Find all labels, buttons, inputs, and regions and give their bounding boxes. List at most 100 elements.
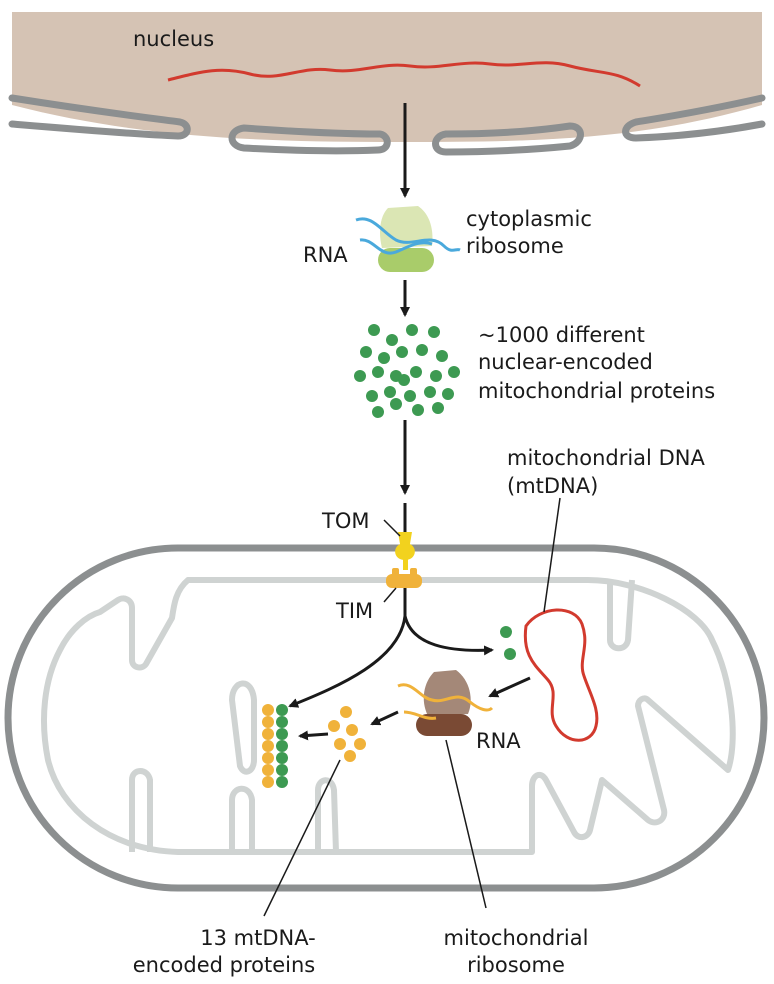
nuclear-envelope [8, 94, 766, 156]
crista [315, 777, 339, 853]
membrane-protein-mt-encoded [262, 704, 274, 716]
nucleus-label: nucleus [133, 27, 214, 51]
tim-label: TIM [335, 599, 373, 623]
nuclear-encoded-protein [436, 350, 448, 362]
nucleus [8, 12, 766, 156]
mitochondrial-dna [523, 608, 599, 742]
membrane-protein-mt-encoded [262, 764, 274, 776]
nuclear-encoded-protein [372, 366, 384, 378]
nucleus-interior [12, 12, 762, 142]
mitochondrial-rna [403, 710, 437, 720]
tim-leader-line [383, 587, 397, 603]
tim-complex [386, 568, 422, 588]
tim-knob [392, 568, 399, 576]
crista [129, 768, 153, 852]
cytoplasmic-ribosome [355, 206, 461, 272]
nuclear-encoded-protein [428, 326, 440, 338]
proteins-label-line3: mitochondrial proteins [478, 379, 715, 403]
membrane-protein-mt-encoded [262, 776, 274, 788]
nuclear-encoded-protein [442, 388, 454, 400]
mito-ribosome-large-subunit [423, 670, 471, 716]
mitochondrion-inner-membrane [41, 577, 736, 855]
nuclear-encoded-protein [384, 386, 396, 398]
nuclear-encoded-protein [378, 352, 390, 364]
nuclear-encoded-protein [372, 406, 384, 418]
crista [228, 680, 257, 775]
mtdna-encoded-protein-cluster [328, 706, 366, 762]
mitochondrial-rna [397, 683, 494, 712]
crista [229, 785, 255, 852]
mt-protein [340, 706, 352, 718]
arrow-to-matrix [403, 615, 494, 656]
imported-protein [500, 626, 512, 638]
mito-ribosome-label-line2: ribosome [467, 953, 565, 977]
nuclear-encoded-protein [390, 398, 402, 410]
mt-protein [328, 720, 340, 732]
nuclear-encoded-protein [404, 390, 416, 402]
nuclear-encoded-protein [396, 346, 408, 358]
mtdna-leader-line [543, 497, 561, 613]
chromosome [167, 61, 641, 88]
membrane-protein-nuclear-encoded [276, 716, 288, 728]
mito-rna-label: RNA [476, 729, 521, 753]
mtdna-label-line1: mitochondrial DNA [507, 446, 705, 470]
mt-proteins-label-line2: encoded proteins [133, 953, 315, 977]
rna-label: RNA [303, 243, 348, 267]
tom-leader-line [383, 519, 401, 537]
mt-protein [344, 750, 356, 762]
tim-body [386, 574, 422, 588]
membrane-protein-nuclear-encoded [276, 752, 288, 764]
nuclear-encoded-protein [432, 402, 444, 414]
crista [607, 579, 635, 652]
inner-membrane-protein-column [262, 704, 288, 788]
mtdna-label-line2: (mtDNA) [507, 474, 598, 498]
nuclear-encoded-protein [448, 366, 460, 378]
mito-ribosome-label-line1: mitochondrial [444, 926, 589, 950]
cytoplasmic-rna [359, 238, 433, 255]
tom-complex [395, 532, 415, 570]
membrane-protein-mt-encoded [262, 716, 274, 728]
membrane-protein-mt-encoded [262, 728, 274, 740]
tom-channel [395, 532, 415, 560]
membrane-protein-nuclear-encoded [276, 776, 288, 788]
envelope-segment [622, 94, 766, 142]
nuclear-encoded-protein [360, 346, 372, 358]
membrane-protein-mt-encoded [262, 740, 274, 752]
envelope-segment [228, 124, 391, 155]
membrane-protein-mt-encoded [262, 752, 274, 764]
membrane-protein-nuclear-encoded [276, 764, 288, 776]
nuclear-encoded-protein [354, 370, 366, 382]
envelope-segment [432, 122, 584, 156]
mt-protein [354, 738, 366, 750]
nuclear-encoded-protein [368, 324, 380, 336]
proteins-label-line2: nuclear-encoded [478, 350, 653, 374]
nuclear-encoded-protein [410, 366, 422, 378]
cytoplasmic-ribosome-label-line2: ribosome [466, 234, 564, 258]
envelope-segment [8, 94, 191, 140]
nuclear-encoded-protein [430, 370, 442, 382]
proteins-label-line1: ~1000 different [478, 323, 645, 347]
nuclear-encoded-protein [406, 324, 418, 336]
nuclear-encoded-protein [366, 390, 378, 402]
tim-knob [410, 568, 417, 576]
arrow-mtdna-to-ribosome [488, 676, 531, 698]
tom-label: TOM [321, 509, 369, 533]
membrane-protein-nuclear-encoded [276, 704, 288, 716]
arrow-to-membrane-proteins [288, 615, 407, 708]
arrow-mt-proteins-to-membrane [298, 730, 329, 741]
membrane-protein-nuclear-encoded [276, 740, 288, 752]
nuclear-encoded-protein [416, 344, 428, 356]
cytoplasmic-rna [355, 217, 461, 252]
mt-proteins-leader-line [263, 759, 341, 917]
cytoplasmic-ribosome-label-line1: cytoplasmic [466, 207, 592, 231]
nuclear-encoded-protein-cluster [354, 324, 460, 418]
mito-ribosome-leader-line [445, 739, 487, 909]
nuclear-encoded-protein [398, 374, 410, 386]
nuclear-encoded-protein [424, 386, 436, 398]
mt-protein [334, 738, 346, 750]
tom-stem [403, 558, 408, 570]
membrane-protein-nuclear-encoded [276, 728, 288, 740]
nuclear-encoded-protein [412, 404, 424, 416]
